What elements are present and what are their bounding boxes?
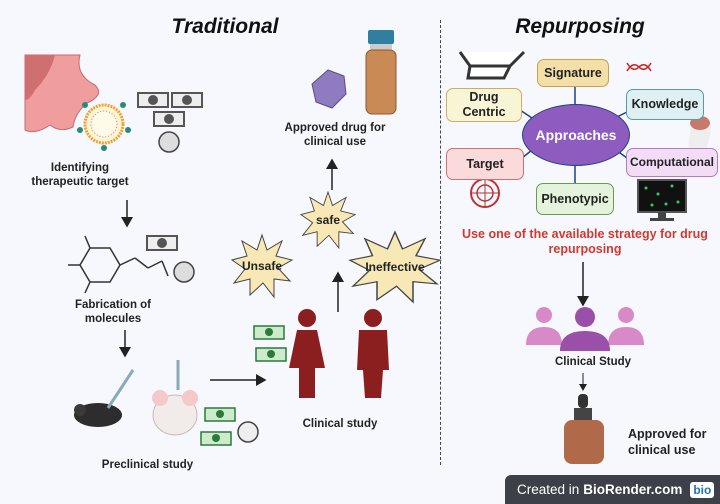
cell-icon [24, 54, 100, 133]
money-icon [137, 92, 203, 153]
dropper-bottle-icon [564, 394, 604, 464]
final-approved-drug: Approved drug for clinical use [284, 122, 386, 148]
group-people-icon [526, 307, 644, 351]
nanoparticle-icon [77, 102, 131, 151]
approaches-center: Approaches [522, 104, 630, 166]
approach-phenotypic: Phenotypic [536, 183, 614, 215]
traditional-title: Traditional [171, 15, 279, 38]
step-fabrication: Fabrication of molecules [74, 299, 152, 325]
repurposing-title: Repurposing [515, 15, 645, 38]
approach-drug-centric: Drug Centric [446, 88, 522, 122]
approach-target: Target [446, 148, 524, 180]
divider [440, 20, 441, 465]
dna-icon [626, 62, 652, 72]
outcome-safe: safe [299, 190, 357, 250]
mice-icon [74, 360, 259, 446]
patients-icon [253, 309, 389, 398]
money-clock-icon [146, 235, 195, 283]
instruction-text: Use one of the available strategy for dr… [462, 227, 708, 256]
approach-signature: Signature [537, 59, 609, 87]
step-identifying-target: Identifying therapeutic target [31, 162, 129, 188]
repurposing-final: Approved for clinical use [628, 427, 707, 457]
brain-head-icon [688, 116, 711, 150]
step-clinical: Clinical study [302, 418, 378, 430]
step-preclinical: Preclinical study [101, 459, 194, 471]
drug-vial-icon [311, 30, 397, 115]
outcome-ineffective: Ineffective [348, 230, 442, 304]
repurposing-clinical-study: Clinical Study [554, 356, 632, 368]
outcome-unsafe: Unsafe [230, 233, 294, 299]
computer-monitor-icon [637, 179, 687, 221]
biorender-logo: bio [690, 481, 715, 498]
approach-computational: Computational [626, 148, 718, 177]
target-icon [470, 178, 500, 208]
drug-structure-icon [458, 50, 526, 80]
approach-knowledge: Knowledge [626, 89, 704, 120]
molecule-icon [68, 235, 169, 294]
